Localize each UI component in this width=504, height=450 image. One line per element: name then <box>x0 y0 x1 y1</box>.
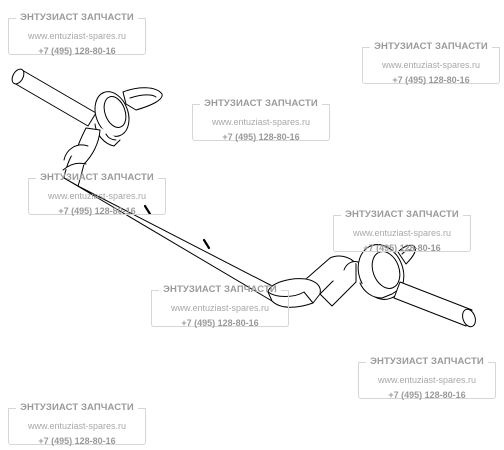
right-arm <box>393 281 476 328</box>
left-arm <box>11 68 97 127</box>
left-bushing-bracket <box>94 87 163 147</box>
left-bend <box>62 127 101 187</box>
right-bend <box>267 255 359 308</box>
central-bar <box>63 177 281 302</box>
right-bushing-bracket <box>357 244 416 300</box>
